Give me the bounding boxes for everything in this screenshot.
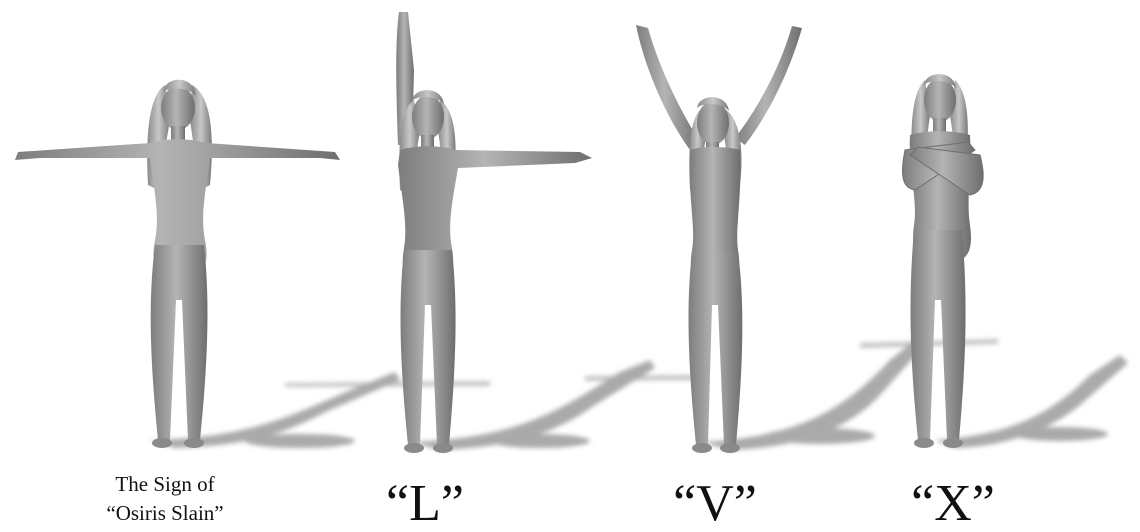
caption-line-1: The Sign of bbox=[115, 472, 215, 496]
floor-shadows bbox=[150, 339, 1128, 450]
caption-l: “L” bbox=[386, 475, 464, 532]
caption-v: “V” bbox=[673, 475, 757, 532]
figure-x-pose bbox=[902, 74, 984, 448]
figure-v-pose bbox=[636, 25, 802, 453]
figure-osiris-slain bbox=[15, 79, 340, 448]
caption-x: “X” bbox=[911, 475, 995, 532]
caption-osiris-slain: The Sign of “Osiris Slain” bbox=[80, 470, 250, 528]
figure-l-pose bbox=[396, 12, 592, 453]
caption-line-2: “Osiris Slain” bbox=[106, 501, 224, 525]
